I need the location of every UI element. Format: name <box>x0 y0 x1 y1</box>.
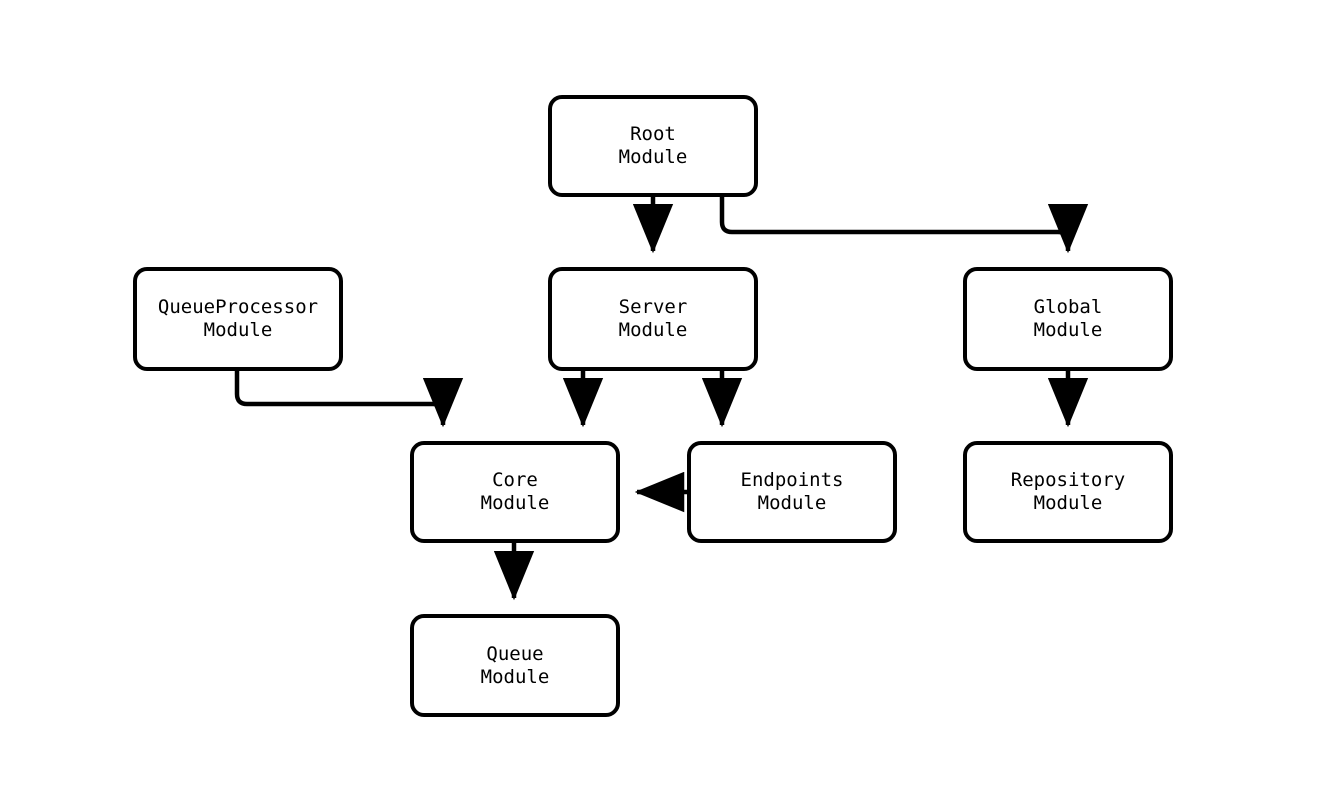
node-core-module-line2: Module <box>480 492 550 514</box>
node-core-module-line1: Core <box>492 469 538 491</box>
node-queue-module-line1: Queue <box>486 642 544 665</box>
node-queueprocessor-module-line2: Module <box>203 319 273 341</box>
node-repository-module[interactable]: Repository Module <box>963 441 1173 543</box>
edge-root-to-global <box>719 197 1089 254</box>
node-global-module[interactable]: Global Module <box>963 267 1173 371</box>
node-queue-module-line2: Module <box>480 665 550 688</box>
node-core-module[interactable]: Core Module <box>410 441 620 543</box>
node-repository-module-line1: Repository <box>1010 469 1126 491</box>
node-global-module-line2: Module <box>1033 319 1103 341</box>
node-endpoints-module[interactable]: Endpoints Module <box>687 441 897 543</box>
edge-queueprocessor-to-core <box>234 371 464 428</box>
node-server-module[interactable]: Server Module <box>548 267 758 371</box>
node-root-module-line2: Module <box>618 146 688 168</box>
node-repository-module-line2: Module <box>1033 492 1103 514</box>
node-endpoints-module-line2: Module <box>757 492 827 514</box>
node-server-module-line2: Module <box>618 319 688 341</box>
node-queue-module[interactable]: Queue Module <box>410 614 620 717</box>
node-queueprocessor-module[interactable]: QueueProcessor Module <box>133 267 343 371</box>
node-server-module-line1: Server <box>618 296 688 318</box>
node-global-module-line1: Global <box>1033 296 1103 318</box>
node-queueprocessor-module-line1: QueueProcessor <box>157 296 319 318</box>
node-root-module[interactable]: Root Module <box>548 95 758 197</box>
node-root-module-line1: Root <box>630 123 676 145</box>
node-endpoints-module-line1: Endpoints <box>740 469 844 491</box>
